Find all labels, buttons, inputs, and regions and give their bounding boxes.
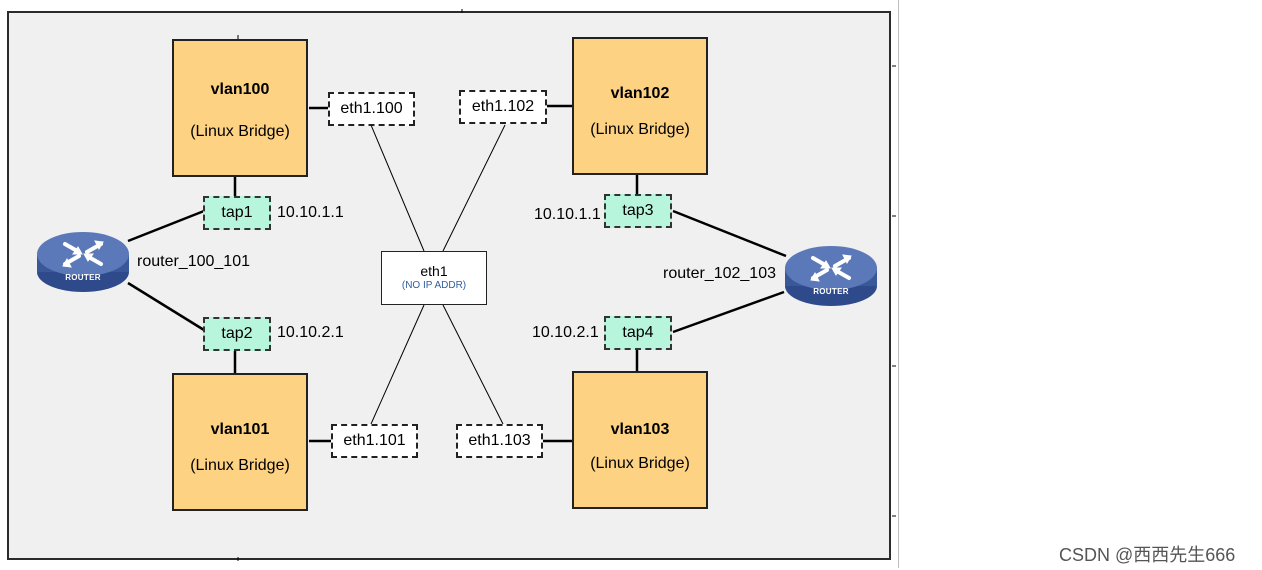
subinterface-eth1-103: eth1.103	[456, 424, 543, 458]
link-tap1-router1	[127, 209, 205, 243]
bridge-vlan101: vlan101 (Linux Bridge)	[172, 373, 308, 511]
tap3: tap3	[604, 194, 672, 228]
subinterface-eth1-100: eth1.100	[328, 92, 415, 126]
diagram-frame	[898, 0, 899, 568]
router-badge: ROUTER	[65, 273, 101, 282]
router-badge: ROUTER	[813, 287, 849, 296]
ip-tap1: 10.10.1.1	[277, 204, 344, 221]
tap2: tap2	[203, 317, 271, 351]
eth1-interface: eth1 (NO IP ADDR)	[381, 251, 487, 305]
bridge-vlan102: vlan102 (Linux Bridge)	[572, 37, 708, 175]
link-tap3-router2	[672, 209, 787, 258]
router-icon: ROUTER	[35, 228, 131, 296]
bridge-vlan103: vlan103 (Linux Bridge)	[572, 371, 708, 509]
connection-lines	[127, 9, 896, 561]
tap4: tap4	[604, 316, 672, 350]
link-eth1101-eth1	[370, 304, 425, 425]
bridge-vlan100: vlan100 (Linux Bridge)	[172, 39, 308, 177]
eth1-note: (NO IP ADDR)	[401, 280, 467, 291]
ip-tap4: 10.10.2.1	[532, 324, 599, 341]
router-icon: ROUTER	[783, 242, 879, 310]
router-label-102-103: router_102_103	[663, 265, 776, 282]
bridge-type: (Linux Bridge)	[190, 123, 290, 140]
link-eth1100-eth1	[370, 124, 425, 252]
link-eth1103-eth1	[442, 304, 504, 425]
subinterface-eth1-101: eth1.101	[331, 424, 418, 458]
router-label-100-101: router_100_101	[137, 253, 250, 270]
link-tap2-router1	[127, 281, 205, 332]
ip-tap3: 10.10.1.1	[534, 206, 601, 223]
subinterface-eth1-102: eth1.102	[459, 90, 547, 124]
ip-tap2: 10.10.2.1	[277, 324, 344, 341]
eth1-name: eth1	[420, 263, 448, 279]
watermark: CSDN @西西先生666	[1059, 545, 1236, 565]
bridge-type: (Linux Bridge)	[590, 121, 690, 138]
bridge-name: vlan103	[610, 421, 670, 438]
bridge-name: vlan102	[610, 85, 670, 102]
bridge-name: vlan101	[210, 421, 270, 438]
link-eth1102-eth1	[442, 124, 506, 252]
bridge-name: vlan100	[210, 81, 270, 98]
bridge-type: (Linux Bridge)	[590, 455, 690, 472]
bridge-type: (Linux Bridge)	[190, 457, 290, 474]
link-tap4-router2	[672, 290, 785, 334]
tap1: tap1	[203, 196, 271, 230]
